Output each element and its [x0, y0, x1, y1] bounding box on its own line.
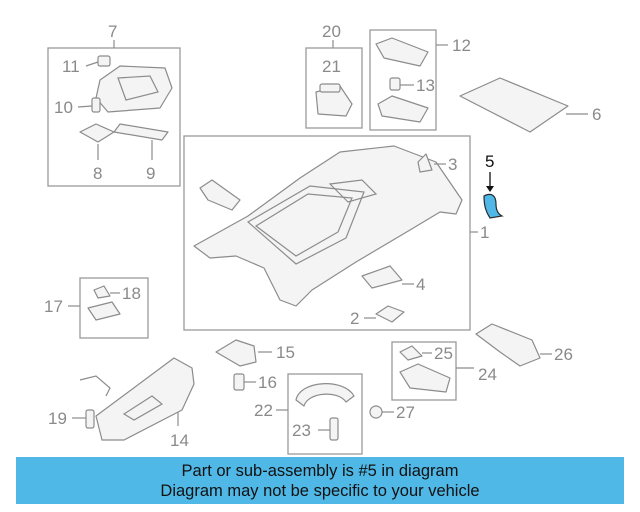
bolt-part-23 [329, 417, 339, 441]
callout-15: 15 [276, 343, 295, 362]
clip-part-2 [375, 305, 405, 323]
callout-22: 22 [254, 401, 273, 420]
pad-part-4 [361, 265, 403, 289]
group-24-box [391, 341, 457, 401]
group-20-box [305, 47, 363, 129]
callout-4: 4 [416, 275, 425, 294]
clip-part-27 [369, 405, 383, 419]
clip-part-18 [93, 285, 111, 299]
pad-part-6 [459, 77, 569, 133]
holder-part-15 [215, 339, 257, 367]
part-group-24: 24 25 [391, 341, 497, 401]
callout-18: 18 [122, 284, 141, 303]
callout-23: 23 [292, 421, 311, 440]
sun-visor-part-14 [95, 357, 195, 441]
screw-part-16 [233, 373, 245, 391]
clip-part-11 [97, 55, 111, 67]
cover-part-9 [113, 123, 169, 141]
sunroof-opening [246, 185, 365, 265]
bulb-part-13 [389, 77, 401, 91]
part-group-22: 22 23 [254, 373, 363, 455]
callout-9: 9 [146, 164, 155, 183]
callout-10: 10 [54, 98, 73, 117]
callout-20: 20 [322, 22, 341, 41]
holder-part-17 [87, 301, 121, 321]
part-group-7: 7 11 10 8 9 [47, 22, 181, 187]
callout-19: 19 [48, 409, 67, 428]
group-12-box [369, 29, 437, 131]
callout-2: 2 [350, 309, 359, 328]
callout-11: 11 [62, 57, 80, 76]
bulb-part-10 [91, 97, 101, 113]
callout-1: 1 [480, 223, 489, 242]
bulb-part-21 [319, 83, 341, 93]
part-group-26: 26 [475, 323, 573, 367]
map-lamp-housing [95, 65, 173, 113]
bracket-part-24 [399, 363, 451, 393]
group-22-box [287, 373, 363, 455]
part-group-6: 6 [459, 77, 601, 133]
assist-grip-part [199, 179, 241, 211]
highlighted-part-5 [483, 193, 504, 219]
callout-6: 6 [592, 105, 601, 124]
callout-27: 27 [396, 403, 415, 422]
callout-3: 3 [448, 155, 457, 174]
callout-24: 24 [478, 365, 497, 384]
part-group-1: 1 3 4 2 [183, 135, 489, 331]
screw-part-19 [85, 409, 95, 429]
lens-part-8 [79, 123, 115, 143]
callout-16: 16 [258, 373, 277, 392]
part-group-14: 14 19 [48, 357, 195, 450]
headliner-box [183, 135, 471, 331]
part-group-27: 27 [369, 403, 415, 422]
part-group-15: 15 16 [215, 339, 295, 392]
callout-21: 21 [322, 57, 341, 76]
callout-8: 8 [93, 164, 102, 183]
part-group-5: 5 [483, 152, 504, 219]
clip-part-25 [399, 345, 423, 361]
headliner-panel [193, 145, 463, 307]
lens-part-12 [377, 95, 429, 123]
vanity-mirror [122, 395, 164, 421]
callout-17: 17 [44, 297, 63, 316]
callout-12: 12 [452, 36, 471, 55]
trim-part-26 [475, 323, 541, 367]
group-17-box [79, 277, 149, 339]
assist-grip-part-22 [295, 383, 355, 407]
callout-14: 14 [170, 431, 189, 450]
info-banner: Part or sub-assembly is #5 in diagram Di… [16, 457, 624, 504]
lamp-part-12 [375, 37, 429, 67]
callout-13: 13 [416, 76, 435, 95]
part-group-20: 20 21 [305, 22, 363, 129]
callout-7: 7 [108, 22, 117, 41]
part-group-17: 17 18 [44, 277, 149, 339]
part-group-12: 12 13 [369, 29, 471, 131]
callout-5: 5 [485, 152, 494, 171]
callout-25: 25 [434, 344, 453, 363]
clip-part-3 [417, 153, 433, 173]
callout-26: 26 [554, 345, 573, 364]
banner-line-2: Diagram may not be specific to your vehi… [160, 481, 480, 500]
banner-line-1: Part or sub-assembly is #5 in diagram [181, 461, 459, 480]
